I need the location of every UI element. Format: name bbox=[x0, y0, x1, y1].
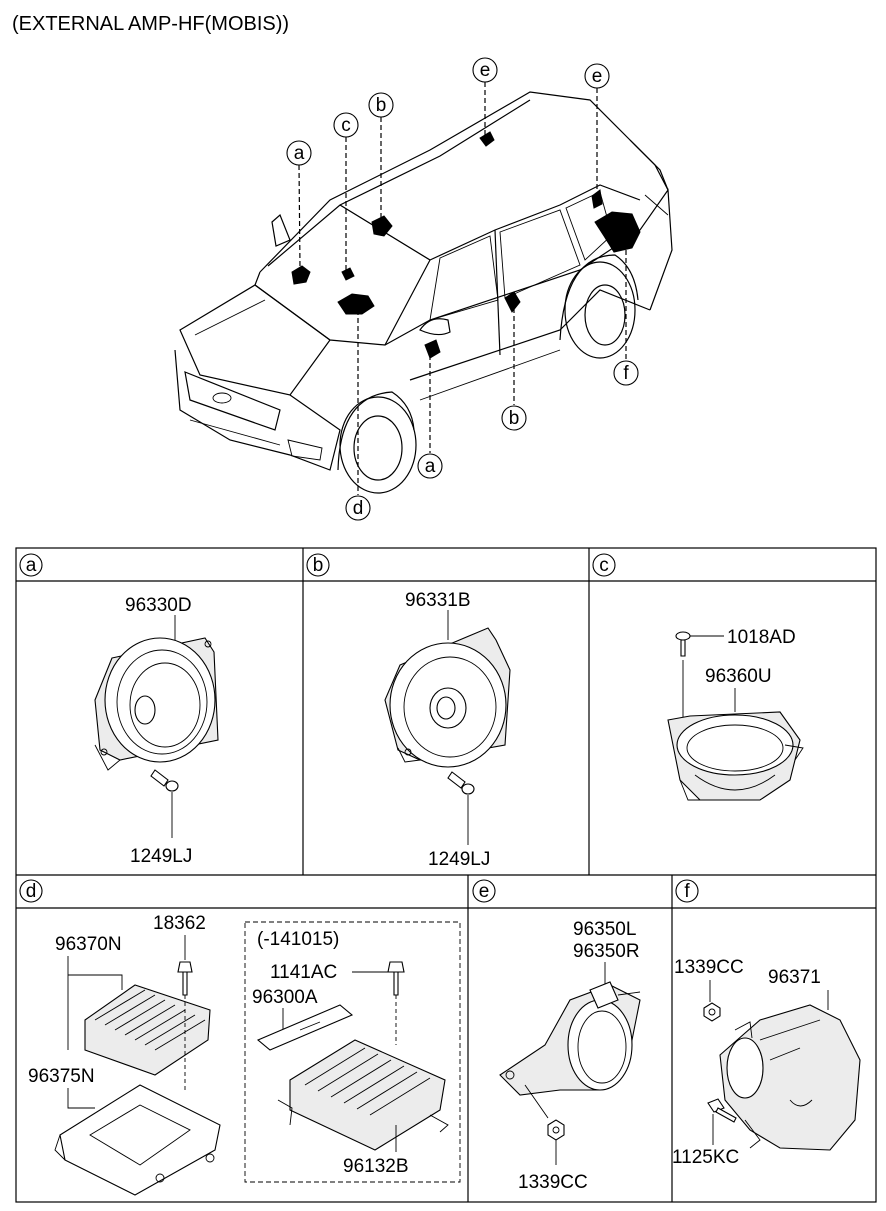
part-number-1249LJ-a: 1249LJ bbox=[130, 846, 192, 867]
svg-text:a: a bbox=[294, 143, 305, 164]
part-number-96132B: 96132B bbox=[343, 1156, 409, 1177]
svg-text:c: c bbox=[341, 115, 351, 136]
section-header-b: b bbox=[306, 553, 330, 577]
location-mark-a-front bbox=[291, 265, 311, 285]
svg-text:b: b bbox=[376, 95, 387, 116]
parts-table-grid bbox=[15, 547, 877, 1203]
speaker-location-marks bbox=[291, 131, 641, 359]
part-number-1125KC: 1125KC bbox=[672, 1147, 739, 1168]
location-mark-f bbox=[594, 211, 641, 253]
part-number-96370N: 96370N bbox=[55, 934, 122, 955]
svg-text:b: b bbox=[313, 555, 324, 576]
bolt-icon bbox=[707, 1098, 737, 1123]
location-mark-e-rear bbox=[591, 189, 603, 209]
svg-text:a: a bbox=[425, 456, 436, 477]
screw-icon bbox=[150, 769, 179, 792]
callout-b-bottom: b bbox=[501, 405, 527, 431]
amplifier-unit-icon bbox=[84, 984, 211, 1076]
part-number-18362: 18362 bbox=[153, 913, 206, 934]
section-f-parts: 1339CC 96371 1125KC bbox=[672, 957, 861, 1168]
svg-text:f: f bbox=[684, 881, 690, 902]
location-mark-b-front bbox=[371, 215, 393, 237]
center-speaker-icon bbox=[667, 711, 804, 801]
part-number-96350R: 96350R bbox=[573, 941, 640, 962]
section-header-c: c bbox=[592, 553, 616, 577]
part-number-96371: 96371 bbox=[768, 967, 821, 988]
overview-callouts: a a b b c d e e bbox=[286, 57, 639, 521]
screw-icon bbox=[447, 771, 475, 795]
section-header-f: f bbox=[675, 879, 699, 903]
svg-text:d: d bbox=[353, 498, 364, 519]
nut-icon bbox=[547, 1119, 565, 1141]
part-number-96350L: 96350L bbox=[573, 919, 636, 940]
section-b-parts: 96331B 1249LJ bbox=[384, 590, 511, 870]
bolt-icon bbox=[387, 961, 405, 996]
location-mark-b-door bbox=[504, 291, 521, 313]
section-header-d: d bbox=[19, 879, 43, 903]
callout-e-top: e bbox=[472, 57, 498, 83]
part-number-1339CC-f: 1339CC bbox=[674, 957, 744, 978]
part-number-96330D: 96330D bbox=[125, 595, 192, 616]
callout-e-right: e bbox=[584, 63, 610, 89]
svg-text:a: a bbox=[26, 555, 37, 576]
mounting-bracket-icon bbox=[54, 1084, 221, 1196]
vehicle-outline bbox=[174, 91, 673, 494]
variant-box bbox=[244, 921, 461, 1183]
part-number-1141AC: 1141AC bbox=[270, 962, 337, 983]
part-number-96300A: 96300A bbox=[252, 987, 318, 1008]
svg-text:b: b bbox=[509, 408, 520, 429]
amp-cover-plate-icon bbox=[256, 1004, 354, 1051]
callout-a-top: a bbox=[286, 140, 312, 166]
woofer-speaker-icon bbox=[94, 637, 219, 771]
part-number-1249LJ-b: 1249LJ bbox=[428, 849, 490, 870]
section-c-parts: 1018AD 96360U bbox=[667, 627, 804, 801]
location-mark-c bbox=[341, 267, 355, 281]
section-a-parts: 96330D 1249LJ bbox=[94, 595, 219, 867]
bolt-icon bbox=[177, 961, 193, 996]
svg-text:f: f bbox=[623, 363, 629, 384]
svg-text:c: c bbox=[599, 555, 609, 576]
callout-b-top: b bbox=[368, 92, 394, 118]
svg-text:e: e bbox=[480, 60, 491, 81]
subwoofer-enclosure-icon bbox=[719, 1004, 861, 1151]
callout-a-bottom: a bbox=[417, 453, 443, 479]
section-d-parts: 18362 96370N 96375N bbox=[28, 913, 461, 1196]
svg-text:e: e bbox=[479, 881, 490, 902]
section-header-a: a bbox=[19, 553, 43, 577]
amplifier-module-icon bbox=[277, 1039, 449, 1151]
callout-f: f bbox=[613, 360, 639, 386]
tweeter-bracket-icon bbox=[499, 981, 641, 1096]
callout-d: d bbox=[345, 495, 371, 521]
variant-label: (-141015) bbox=[257, 929, 339, 950]
nut-icon bbox=[703, 1002, 721, 1022]
part-number-96331B: 96331B bbox=[405, 590, 471, 611]
part-number-96360U: 96360U bbox=[705, 666, 772, 687]
diagram-title: (EXTERNAL AMP-HF(MOBIS)) bbox=[12, 13, 289, 35]
part-number-1018AD: 1018AD bbox=[727, 627, 796, 648]
svg-text:d: d bbox=[26, 881, 37, 902]
location-mark-d bbox=[337, 293, 375, 315]
bolt-icon bbox=[675, 631, 691, 657]
section-header-e: e bbox=[472, 879, 496, 903]
location-mark-e-roof bbox=[479, 131, 495, 147]
part-number-96375N: 96375N bbox=[28, 1066, 95, 1087]
svg-text:e: e bbox=[592, 66, 603, 87]
location-mark-a-door bbox=[424, 339, 441, 359]
coaxial-speaker-icon bbox=[384, 627, 511, 768]
callout-c: c bbox=[333, 112, 359, 138]
section-e-parts: 96350L 96350R 1339CC bbox=[499, 919, 641, 1193]
part-number-1339CC-e: 1339CC bbox=[518, 1172, 588, 1193]
